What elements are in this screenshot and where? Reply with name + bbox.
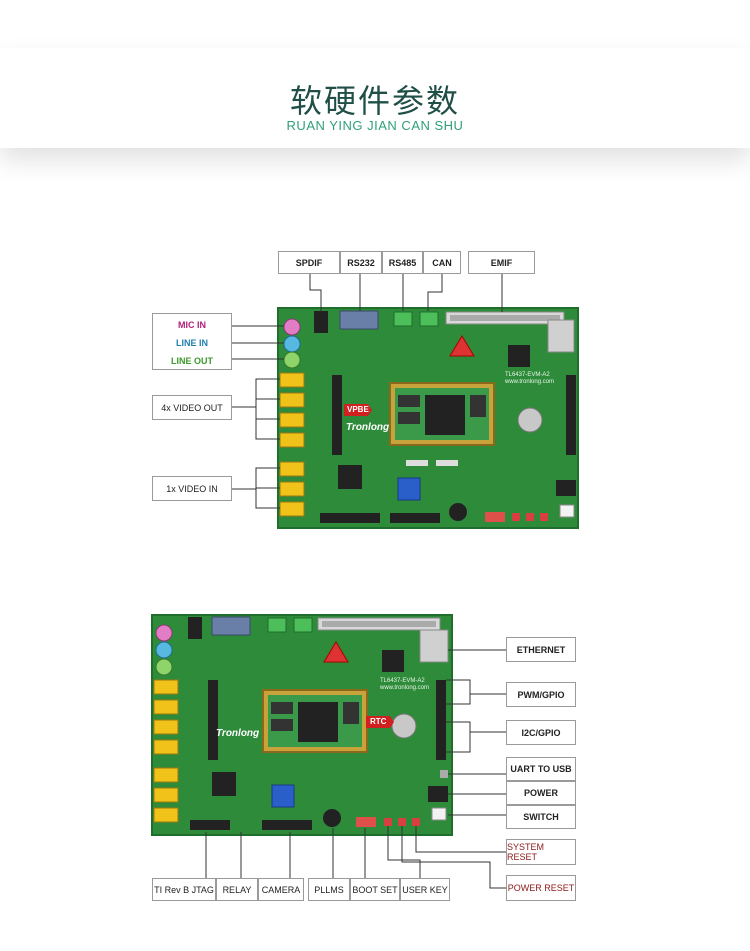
board2-pcb [151,614,453,836]
label-video-out: 4x VIDEO OUT [152,395,232,420]
label-power: POWER [506,781,576,805]
label-video-in: 1x VIDEO IN [152,476,232,501]
label-ethernet: ETHERNET [506,637,576,662]
label-power-reset: POWER RESET [506,875,576,901]
label-line-in: LINE IN [175,338,208,348]
board2-brand: Tronlong [216,728,260,739]
audio-label-group: MIC IN LINE IN LINE OUT [152,313,232,370]
label-pwm-gpio: PWM/GPIO [506,682,576,707]
board1-model: TL6437-EVM-A2 [505,372,550,378]
page-subtitle: RUAN YING JIAN CAN SHU [286,118,464,133]
board1-pcb [277,307,579,529]
header-band [0,48,750,148]
label-emif: EMIF [468,251,535,274]
label-rs485: RS485 [382,251,423,274]
label-relay: RELAY [216,878,258,901]
label-i2c-gpio: I2C/GPIO [506,720,576,745]
label-switch: SWITCH [506,805,576,829]
board2-rtc-label: RTC [370,717,387,726]
label-can: CAN [423,251,461,274]
label-jtag: TI Rev B JTAG [152,878,216,901]
board2-leader-lines [205,649,506,889]
page-title: 软硬件参数 [289,82,460,120]
board2-model: TL6437-EVM-A2 [380,678,425,684]
board1-vpbe-label: VPBE [347,405,369,414]
label-boot-set: BOOT SET [350,878,400,901]
board1-brand: Tronlong [346,422,390,433]
board1-leader-lines [232,274,503,509]
board2-site: www.tronlong.com [380,685,430,691]
label-uart-to-usb: UART TO USB [506,757,576,781]
board1-site: www.tronlong.com [505,379,555,385]
label-system-reset: SYSTEM RESET [506,839,576,865]
label-spdif: SPDIF [278,251,340,274]
label-line-out: LINE OUT [171,356,213,366]
label-user-key: USER KEY [400,878,450,901]
board2-rtc-tag [366,716,394,728]
label-rs232: RS232 [340,251,382,274]
label-pllms: PLLMS [308,878,350,901]
label-mic-in: MIC IN [178,320,206,330]
label-camera: CAMERA [258,878,304,901]
board1-vpbe-tag [344,404,372,416]
